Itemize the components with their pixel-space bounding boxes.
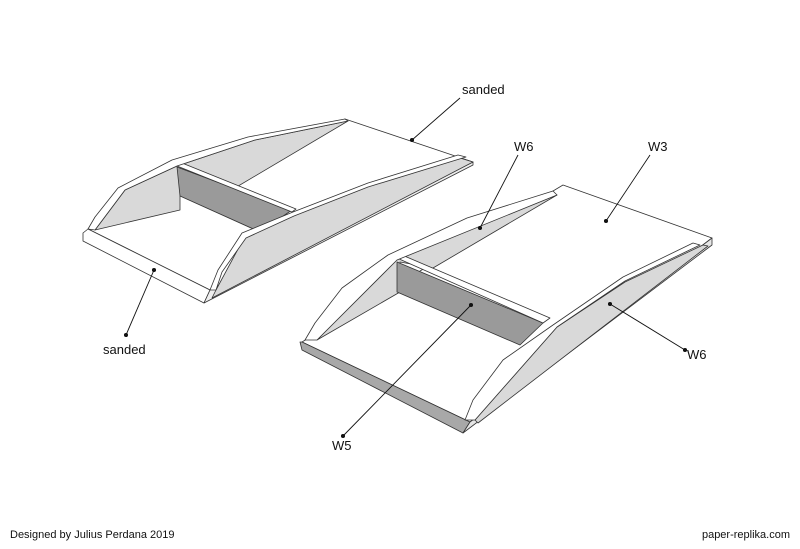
leader-w6-top — [479, 154, 519, 229]
left-front-wall-rim — [209, 154, 467, 291]
footer-credit: Designed by Julius Perdana 2019 — [10, 529, 175, 541]
label-w6-top: W6 — [514, 139, 534, 154]
label-sanded-top: sanded — [462, 82, 505, 97]
leader-sanded-top — [411, 97, 461, 141]
left-back-wall-rim — [87, 118, 349, 231]
leader-w5 — [342, 304, 472, 437]
leader-w3 — [605, 154, 651, 222]
label-sanded-bottom: sanded — [103, 342, 146, 357]
right-back-wall-rim — [304, 190, 558, 341]
label-w5: W5 — [332, 438, 352, 453]
left-assembly — [82, 118, 474, 304]
right-assembly — [299, 184, 713, 434]
right-front-wall-rim — [464, 242, 701, 421]
label-w3: W3 — [648, 139, 668, 154]
footer-site: paper-replika.com — [701, 529, 790, 541]
leader-sanded-bottom — [125, 269, 155, 336]
leader-w6-right — [609, 303, 686, 351]
label-w6-right: W6 — [687, 347, 707, 362]
